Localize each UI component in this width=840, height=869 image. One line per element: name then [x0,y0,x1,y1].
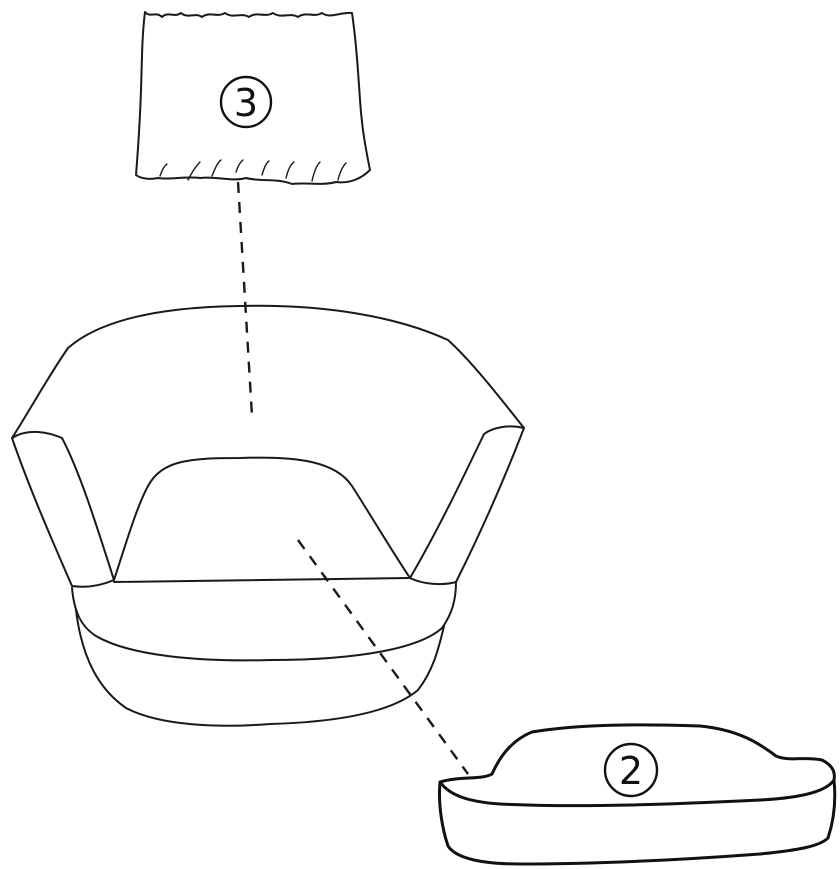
armchair-seat-front-edge [114,578,410,582]
seat-cushion-leader-line [298,540,468,774]
armchair-left-arm [12,432,114,587]
armchair-inner-backrest [114,458,410,580]
armchair-right-arm [410,426,524,584]
callout-3: 3 [221,77,271,127]
callout-3-label: 3 [234,81,258,125]
callout-2-label: 2 [619,749,643,793]
headrest-leader-line [238,182,252,416]
armchair-base [76,610,444,726]
callout-2: 2 [605,744,657,796]
armchair [12,306,524,726]
armchair-seat-band [72,582,456,660]
armchair-back-outline [12,306,524,438]
